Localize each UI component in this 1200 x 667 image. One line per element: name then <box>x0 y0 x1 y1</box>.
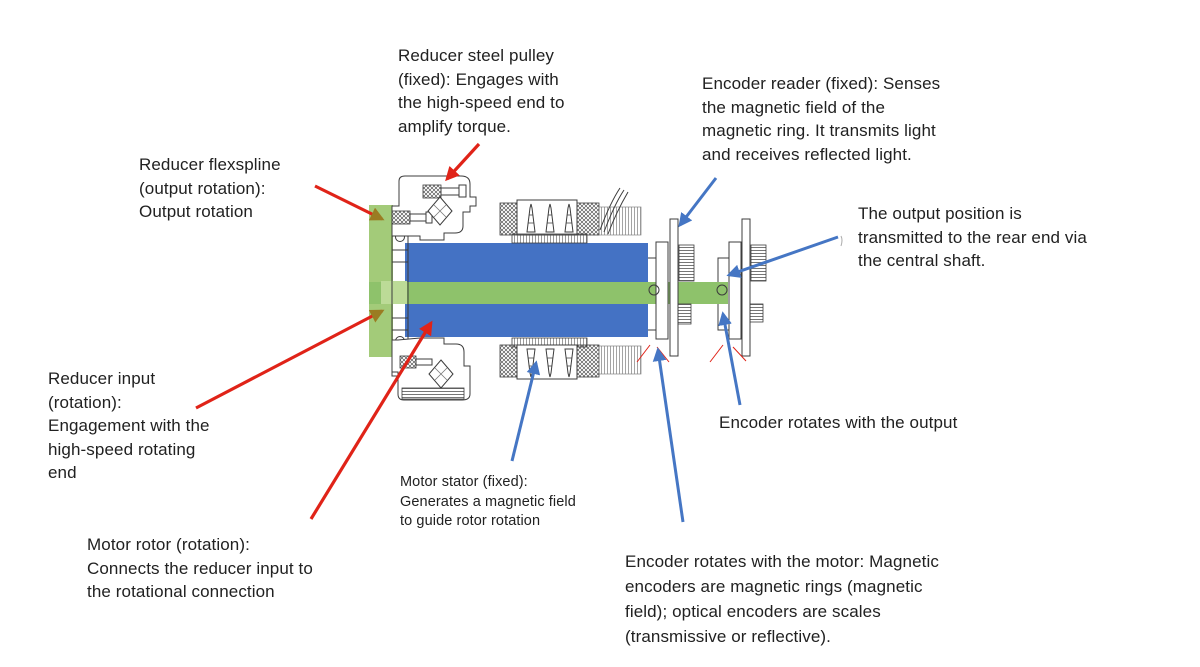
label-motor-rotor: Motor rotor (rotation): Connects the red… <box>87 533 313 604</box>
shaft-input-overlap <box>381 281 407 304</box>
label-line: Connects the reducer input to <box>87 558 313 578</box>
label-line: the central shaft. <box>858 251 986 270</box>
label-line: Output rotation <box>139 202 253 221</box>
label-line: high-speed rotating <box>48 439 196 459</box>
encoder-disc-motor <box>648 218 695 357</box>
label-line: the high-speed end to <box>398 93 565 112</box>
label-line: Encoder rotates with the motor: Magnetic <box>625 552 939 571</box>
label-line: Encoder rotates with the output <box>719 413 958 432</box>
label-motor-stator: Motor stator (fixed): Generates a magnet… <box>400 473 576 532</box>
label-line: and receives reflected light. <box>702 144 912 164</box>
arrow-encoder-reader <box>678 177 718 228</box>
label-line: Motor rotor (rotation): <box>87 535 250 554</box>
label-line: Reducer input <box>48 369 156 388</box>
arrow-reducer-flexspline <box>314 184 385 221</box>
label-line: amplify torque. <box>398 116 511 136</box>
label-line: (transmissive or reflective). <box>625 627 831 646</box>
label-encoder-reader: Encoder reader (fixed): Senses the magne… <box>702 72 940 166</box>
label-line: Reducer flexspline <box>139 155 281 174</box>
label-line: Engagement with the <box>48 416 210 435</box>
label-line: The output position is <box>858 204 1022 223</box>
label-line: Motor stator (fixed): <box>400 474 528 490</box>
label-reducer-steel-pulley: Reducer steel pulley (fixed): Engages wi… <box>398 44 565 138</box>
label-encoder-rotates-output: Encoder rotates with the output <box>719 411 957 435</box>
dash-mark <box>840 235 843 247</box>
label-reducer-flexspline: Reducer flexspline (output rotation): Ou… <box>139 153 281 224</box>
label-encoder-rotates-motor: Encoder rotates with the motor: Magnetic… <box>625 549 939 649</box>
arrow-motor-rotor <box>309 320 433 520</box>
label-line: Encoder reader (fixed): Senses <box>702 74 941 93</box>
central-shaft-bar <box>369 282 728 304</box>
arrow-motor-stator <box>510 360 541 462</box>
label-line: transmitted to the rear end via <box>858 227 1087 247</box>
arrow-encoder-motor <box>652 347 685 523</box>
motor-stator-bottom <box>499 337 642 380</box>
label-line: (rotation): <box>48 392 122 412</box>
label-line: magnetic ring. It transmits light <box>702 121 936 140</box>
label-line: the magnetic field of the <box>702 97 886 117</box>
label-line: end <box>48 463 77 482</box>
label-line: to guide rotor rotation <box>400 513 541 529</box>
motor-stator-top <box>499 187 642 244</box>
label-line: the rotational connection <box>87 582 275 601</box>
arrow-reducer-steel-pulley <box>445 142 481 182</box>
label-line: (fixed): Engages with <box>398 69 559 89</box>
stator-lead-wires <box>599 187 629 235</box>
label-line: field); optical encoders are scales <box>625 602 881 621</box>
label-reducer-input: Reducer input (rotation): Engagement wit… <box>48 367 210 485</box>
label-line: Generates a magnetic field <box>400 493 576 510</box>
label-line: Reducer steel pulley <box>398 46 555 65</box>
label-line: (output rotation): <box>139 178 266 198</box>
label-output-position: The output position is transmitted to th… <box>858 202 1087 273</box>
arrow-encoder-output <box>718 311 742 406</box>
label-line: encoders are magnetic rings (magnetic <box>625 577 923 596</box>
arrow-output-position <box>726 235 839 278</box>
arrow-reducer-input <box>195 309 385 410</box>
reducer-pulley-top <box>391 175 477 241</box>
